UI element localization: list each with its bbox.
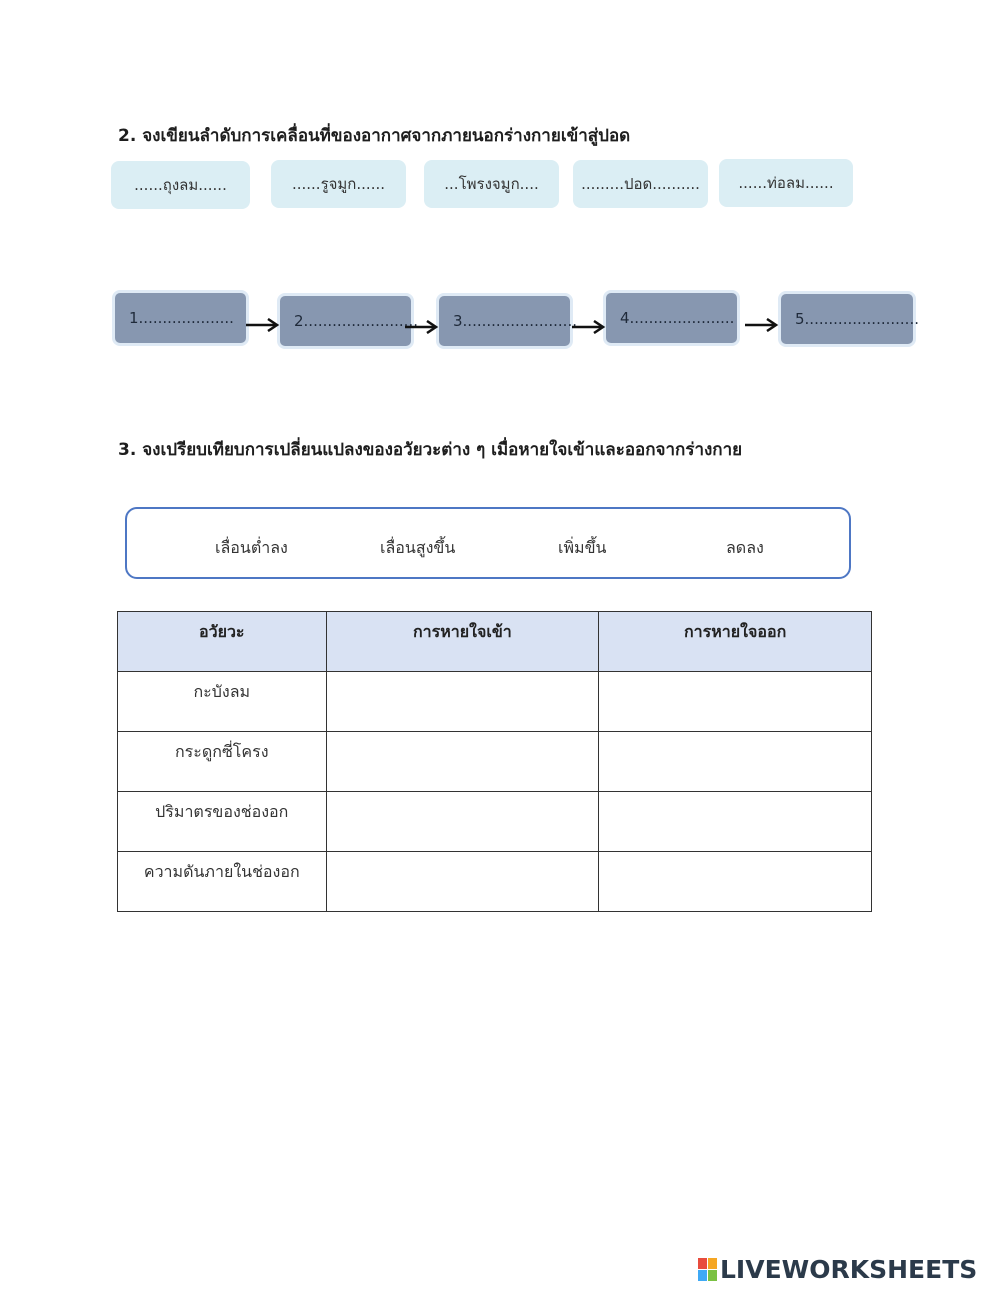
step-box-5[interactable]: 5........................ — [778, 291, 919, 347]
exhale-answer-cell[interactable] — [598, 671, 872, 732]
table-row: กะบังลม — [117, 671, 872, 732]
word-card-2[interactable]: ......รูจมูก...... — [271, 160, 406, 208]
step-box-2[interactable]: 2........................ — [277, 293, 418, 349]
inhale-answer-cell[interactable] — [325, 671, 600, 732]
inhale-answer-cell[interactable] — [325, 731, 600, 792]
inhale-answer-cell[interactable] — [325, 851, 600, 912]
table-row: ปริมาตรของช่องอก — [117, 791, 872, 852]
table-header-row: อวัยวะ การหายใจเข้า การหายใจออก — [117, 611, 872, 672]
liveworksheets-logo: LIVEWORKSHEETS — [698, 1255, 977, 1284]
word-card-1[interactable]: ......ถุงลม...... — [111, 161, 250, 209]
header-exhale: การหายใจออก — [598, 611, 872, 672]
exhale-answer-cell[interactable] — [598, 731, 872, 792]
table-row: กระดูกซี่โครง — [117, 731, 872, 792]
organ-cell: กระดูกซี่โครง — [117, 731, 327, 792]
choice-item-3[interactable]: เพิ่มขึ้น — [558, 538, 607, 557]
word-card-4[interactable]: .........ปอด.......... — [573, 160, 708, 208]
exhale-answer-cell[interactable] — [598, 851, 872, 912]
header-inhale: การหายใจเข้า — [325, 611, 600, 672]
header-organ: อวัยวะ — [117, 611, 327, 672]
organ-cell: กะบังลม — [117, 671, 327, 732]
logo-text: LIVEWORKSHEETS — [720, 1255, 978, 1284]
table-row: ความดันภายในช่องอก — [117, 851, 872, 912]
question-3-title: 3. จงเปรียบเทียบการเปลี่ยนแปลงของอวัยวะต… — [118, 440, 743, 460]
liveworksheets-logo-icon — [698, 1258, 717, 1281]
choice-item-1[interactable]: เลื่อนต่ำลง — [215, 538, 288, 557]
question-2-title: 2. จงเขียนลำดับการเคลื่อนที่ของอากาศจากภ… — [118, 126, 631, 146]
organ-cell: ปริมาตรของช่องอก — [117, 791, 327, 852]
arrow-right-icon — [246, 318, 280, 332]
step-box-3[interactable]: 3........................ — [436, 293, 577, 349]
choice-item-2[interactable]: เลื่อนสูงขึ้น — [380, 538, 456, 557]
step-box-1[interactable]: 1.................... — [112, 290, 249, 346]
arrow-right-icon — [745, 318, 779, 332]
step-box-4[interactable]: 4...................... — [603, 290, 740, 346]
organ-cell: ความดันภายในช่องอก — [117, 851, 327, 912]
arrow-right-icon — [572, 320, 606, 334]
exhale-answer-cell[interactable] — [598, 791, 872, 852]
inhale-answer-cell[interactable] — [325, 791, 600, 852]
choice-bank-frame — [125, 507, 851, 579]
arrow-right-icon — [405, 320, 439, 334]
comparison-table: อวัยวะ การหายใจเข้า การหายใจออก กะบังลม … — [117, 611, 872, 912]
word-card-5[interactable]: ......ท่อลม...... — [719, 159, 853, 207]
word-card-3[interactable]: ...โพรงจมูก.... — [424, 160, 559, 208]
choice-item-4[interactable]: ลดลง — [726, 538, 764, 557]
